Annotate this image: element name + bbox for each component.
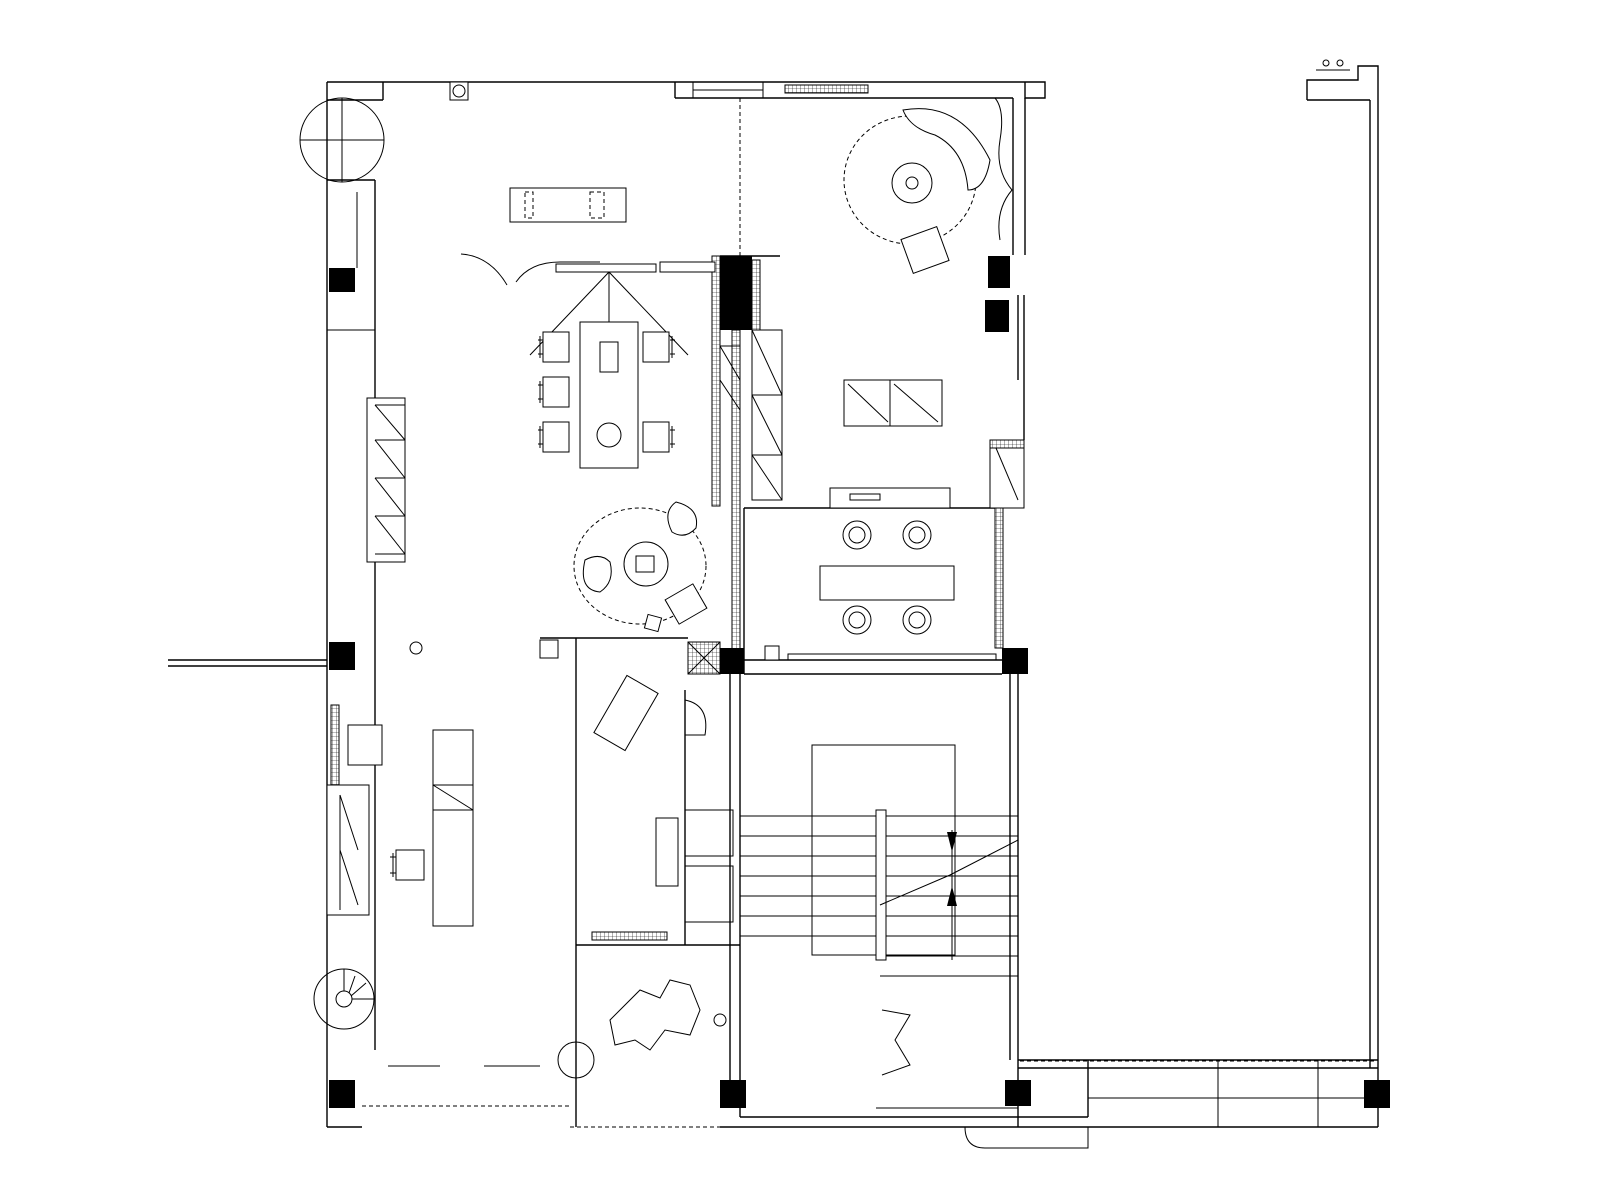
console-table <box>449 81 627 223</box>
dining-area <box>460 253 716 469</box>
columns <box>329 256 1390 1108</box>
chair <box>542 421 570 453</box>
column <box>1005 1080 1031 1106</box>
chair <box>395 849 425 881</box>
armchair <box>667 501 698 536</box>
lower-left-furniture <box>347 724 540 1067</box>
column <box>985 300 1009 332</box>
chair <box>542 376 570 408</box>
column <box>329 642 355 670</box>
left-wall-details <box>326 179 406 1050</box>
column <box>720 648 744 674</box>
column <box>329 268 355 292</box>
lounge-round-table <box>573 501 708 633</box>
sofa <box>843 379 943 427</box>
media-room <box>764 487 997 661</box>
top-windows <box>692 81 869 256</box>
armchair <box>582 556 612 593</box>
column <box>988 256 1010 288</box>
column <box>329 1080 355 1108</box>
middle-room <box>539 637 740 1127</box>
chair <box>542 331 570 363</box>
partition-walls <box>687 255 1025 675</box>
chair <box>642 421 670 453</box>
outer-walls <box>168 65 1379 1149</box>
column <box>720 1080 746 1108</box>
chair <box>642 331 670 363</box>
armchair <box>664 583 708 625</box>
sofa <box>902 108 991 191</box>
top-right-lounge <box>843 97 1013 427</box>
spiral-stairs <box>299 97 595 1079</box>
column <box>1364 1080 1390 1108</box>
armchair <box>900 225 950 275</box>
staircase <box>729 674 1019 1117</box>
column <box>1002 648 1028 674</box>
tv-cabinet <box>829 487 951 509</box>
column <box>720 256 752 330</box>
corner-marks <box>1316 59 1350 71</box>
